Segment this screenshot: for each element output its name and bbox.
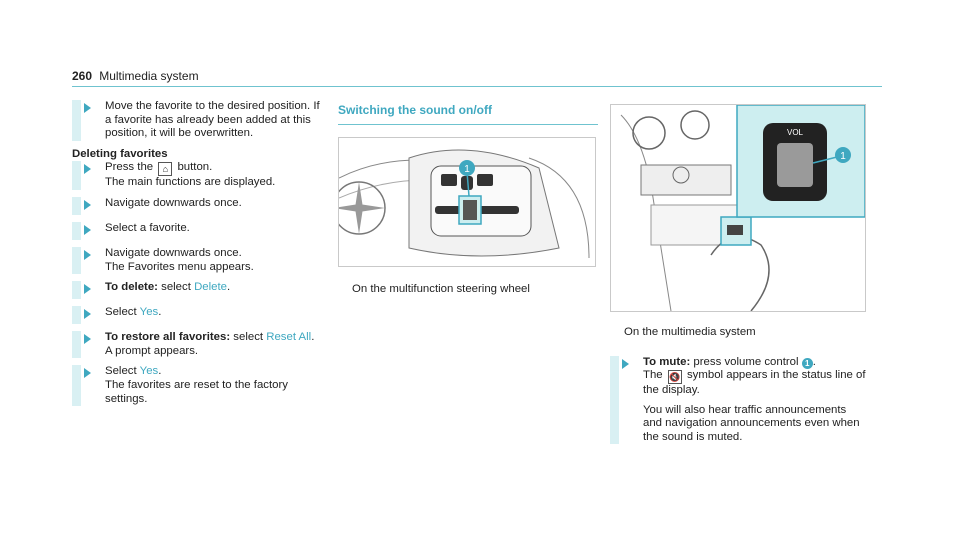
arrow-icon [84, 103, 91, 113]
step-select-favorite: Select a favorite. [72, 221, 322, 240]
section-title: Switching the sound on/off [338, 103, 598, 125]
note-text: You will also hear traffic announcements… [643, 403, 860, 443]
page-section-title: Multimedia system [99, 69, 199, 83]
arrow-icon [84, 199, 91, 210]
mute-icon: 🔇 [667, 370, 682, 385]
arrow-icon [622, 358, 629, 369]
vol-label: VOL [787, 128, 804, 137]
steering-wheel-figure: 1 [338, 136, 596, 267]
svg-text:1: 1 [464, 164, 470, 175]
arrow-icon [84, 224, 91, 235]
column-favorites: Move the favorite to the desired positio… [72, 100, 322, 413]
reset-all-link[interactable]: Reset All [266, 331, 312, 344]
arrow-icon [84, 368, 91, 379]
arrow-icon [84, 334, 91, 345]
step-delete: To delete: select Delete. [72, 281, 322, 300]
step-move-favorite: Move the favorite to the desired positio… [72, 100, 322, 141]
step-press-home: Press the ⌂ button. The main functions a… [72, 161, 322, 190]
step-reset-all: To restore all favorites: select Reset A… [72, 331, 322, 359]
delete-link[interactable]: Delete [194, 281, 227, 294]
home-icon: ⌂ [158, 162, 173, 177]
column-sound: Switching the sound on/off 1 On the mult… [338, 103, 598, 296]
arrow-icon [84, 284, 91, 295]
step-select-yes-2: Select Yes. The favorites are reset to t… [72, 365, 322, 407]
figure-caption: On the multifunction steering wheel [352, 282, 530, 295]
column-mute: VOL 1 On the multimedia system To mute: … [610, 104, 868, 452]
step-navigate-down-1: Navigate downwards once. [72, 196, 322, 215]
callout-1: 1 [801, 357, 813, 369]
page-number: 260 [72, 69, 93, 83]
arrow-icon [84, 309, 91, 320]
deleting-favorites-heading: Deleting favorites [72, 147, 168, 160]
step-navigate-down-2: Navigate downwards once. The Favorites m… [72, 246, 322, 275]
multimedia-system-figure: VOL 1 [610, 104, 866, 312]
figure-caption: On the multimedia system [624, 326, 756, 338]
yes-link[interactable]: Yes [139, 365, 159, 378]
svg-text:1: 1 [840, 151, 846, 162]
step-mute: To mute: press volume control 1. The 🔇 s… [610, 355, 868, 445]
page-header: 260 Multimedia system [72, 69, 882, 87]
step-select-yes-1: Select Yes. [72, 306, 322, 325]
arrow-icon [84, 249, 91, 260]
arrow-icon [84, 164, 91, 175]
yes-link[interactable]: Yes [139, 306, 159, 319]
